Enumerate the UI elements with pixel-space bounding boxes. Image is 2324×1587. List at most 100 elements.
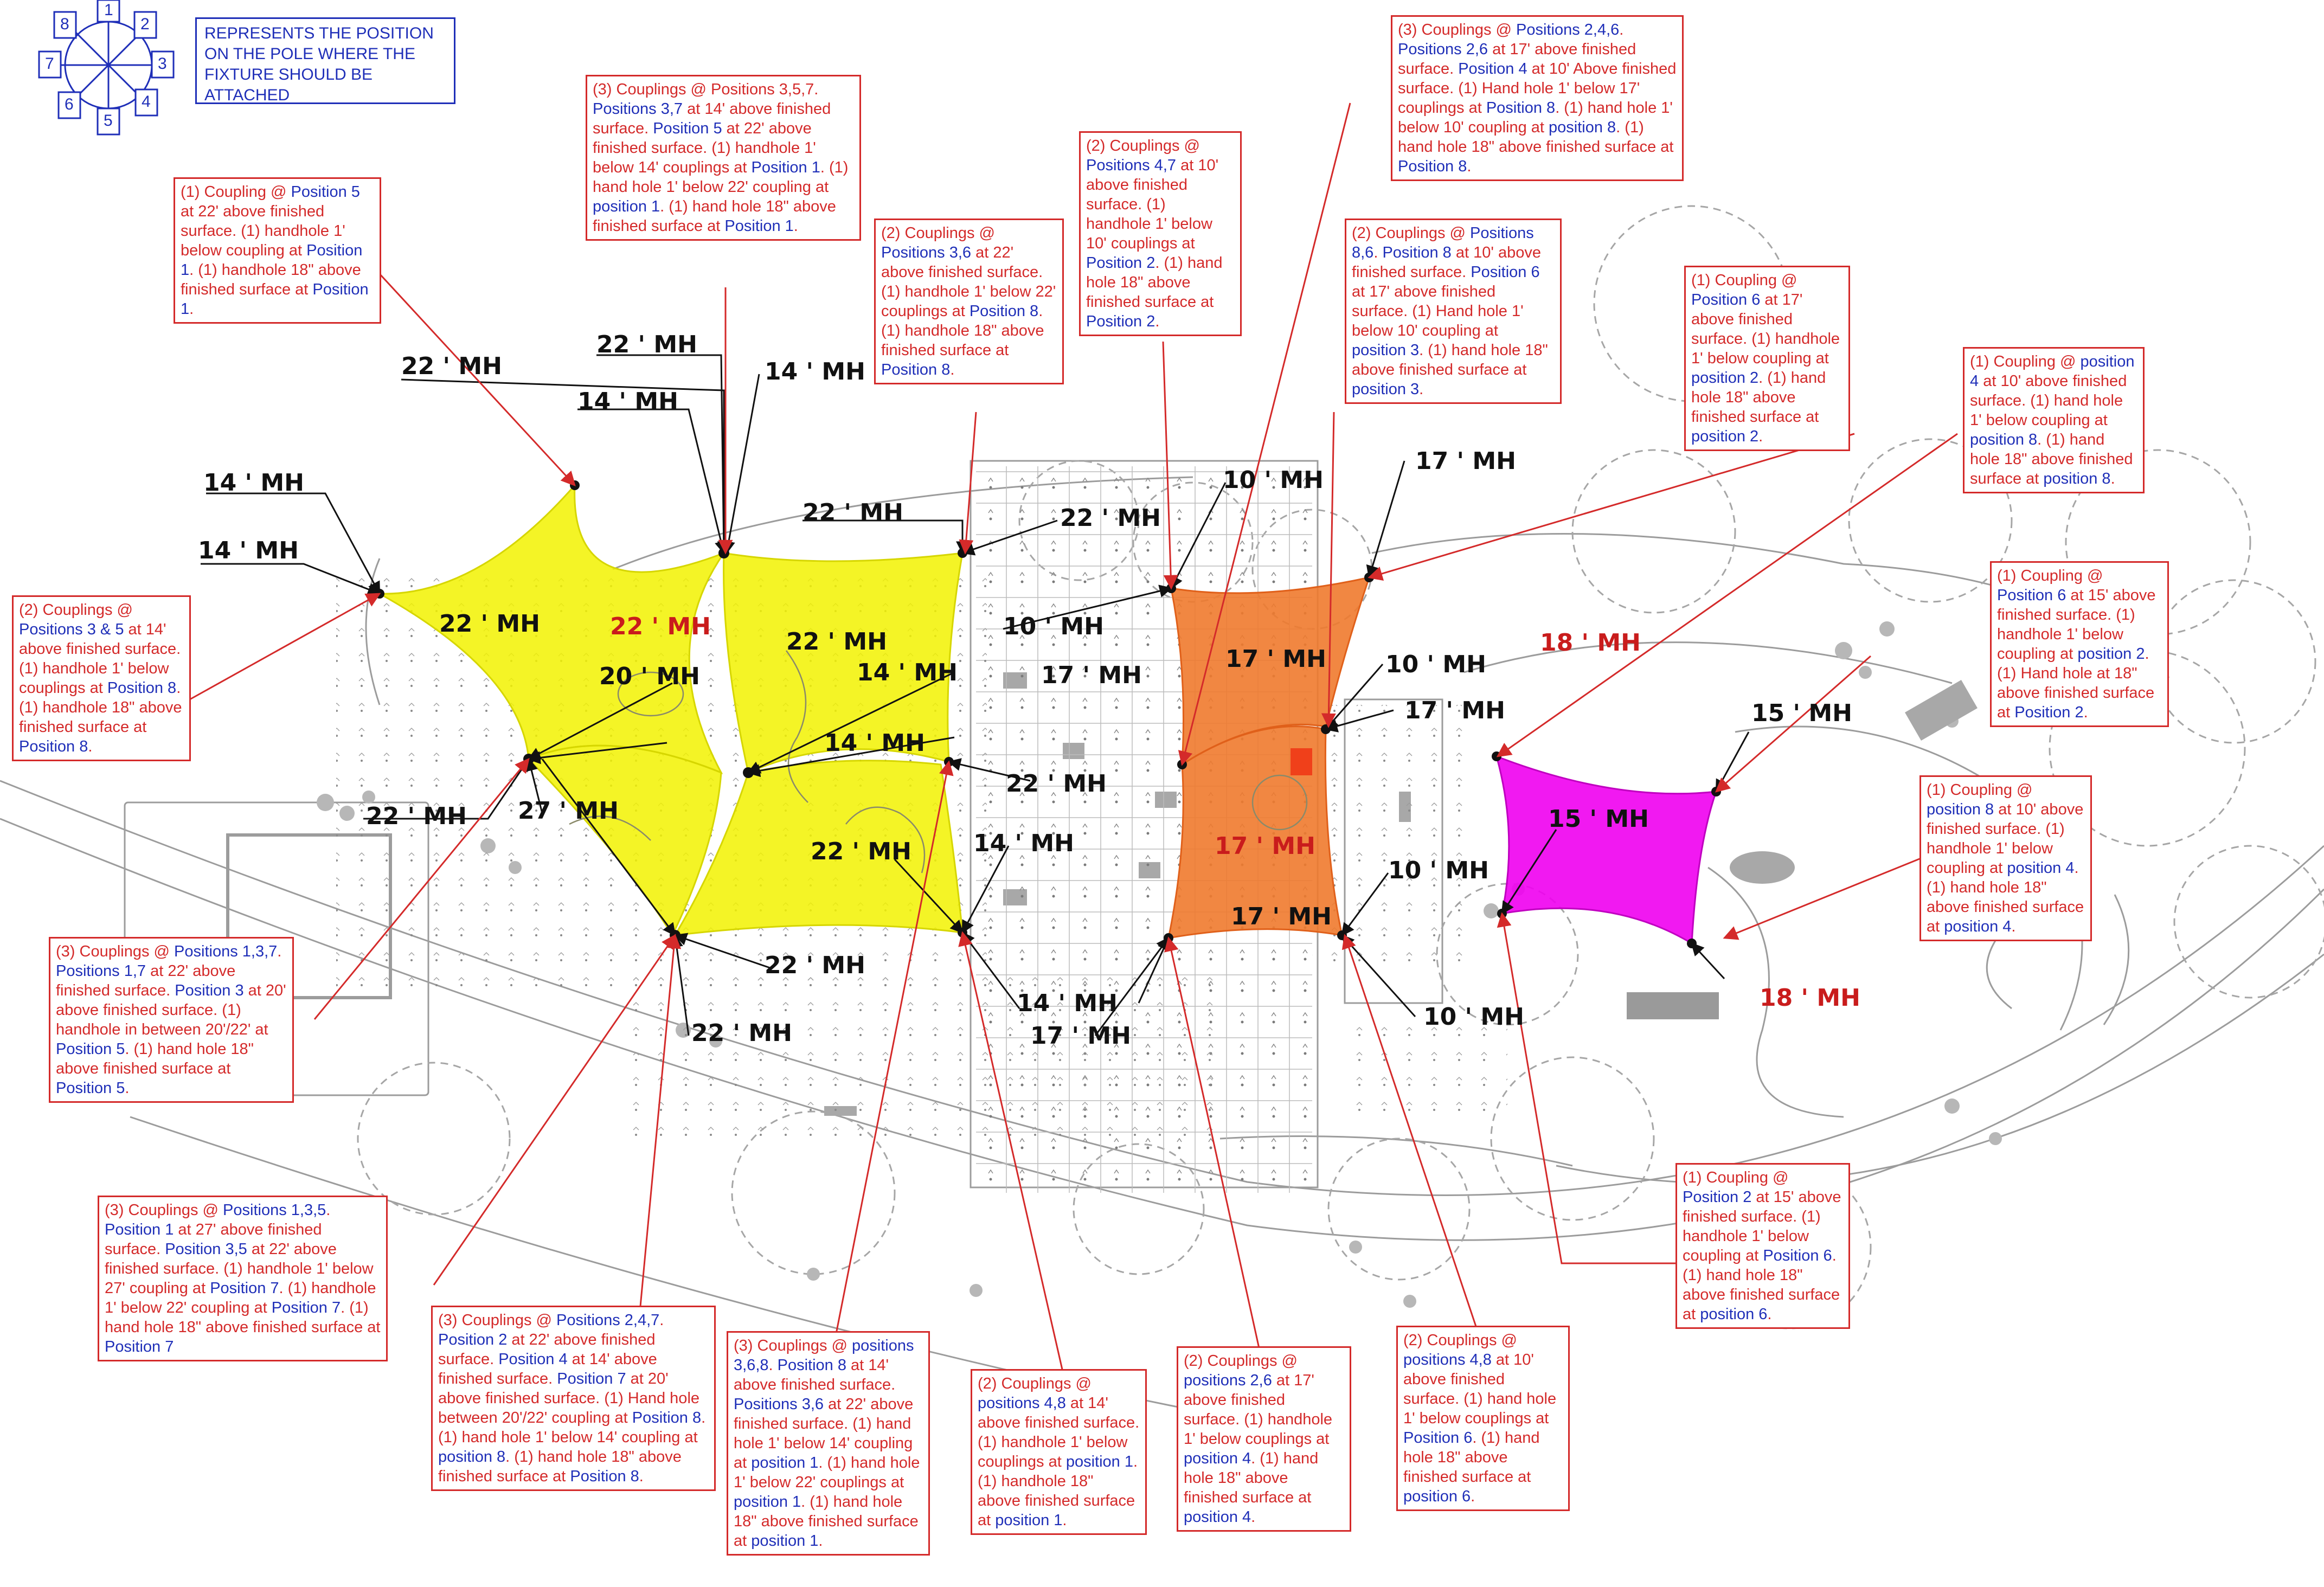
position-3-label: 3	[158, 55, 167, 73]
note-pole-p: (2) Couplings @ positions 4,8 at 14' abo…	[971, 1369, 1147, 1535]
mh-label: 17 ' MH	[1231, 903, 1332, 930]
note-text-segment: Position 2	[2014, 704, 2084, 721]
note-text-segment: Position 8	[19, 738, 88, 755]
note-text-segment: . (1) handhole 18" above finished surfac…	[181, 261, 361, 298]
note-text-segment: position 3	[1352, 342, 1420, 359]
pole-grid-east-2	[1345, 1019, 1507, 1117]
note-pole-o: (3) Couplings @ positions 3,6,8. Positio…	[727, 1331, 930, 1556]
note-text-segment: (3) Couplings @	[56, 943, 175, 960]
note-text-segment: at 22' above finished surface. (1) handh…	[593, 120, 816, 176]
note-text-segment: (2) Couplings @	[881, 224, 995, 242]
note-text-segment: Position 8	[1486, 99, 1556, 117]
mh-label: 17 ' MH	[1225, 645, 1326, 673]
note-pole-c: (2) Couplings @ Positions 3,6 at 22' abo…	[874, 219, 1064, 384]
note-text-segment: Position 1	[724, 217, 794, 235]
position-4-label: 4	[142, 93, 151, 111]
mh-label: 10 ' MH	[1003, 613, 1104, 640]
note-text-segment: Position 6	[1997, 587, 2066, 604]
mh-label: 20 ' MH	[599, 663, 700, 690]
mh-label: 17 ' MH	[1215, 832, 1315, 860]
note-text-segment: . (1) hand hole 18" above finished surfa…	[1184, 1450, 1319, 1506]
note-text-segment: . (1) hand hole 1' below 10' coupling at	[1398, 99, 1673, 136]
note-text-segment: . (1) handhole 18" above finished surfac…	[881, 303, 1044, 359]
mh-label: 17 ' MH	[1041, 661, 1142, 689]
note-text-segment: at 17' above finished surface. (1) handh…	[1691, 291, 1840, 367]
note-text-segment: Position 7	[210, 1280, 279, 1297]
note-text-segment: Position 8	[570, 1468, 639, 1485]
note-text-segment: (2) Couplings @	[19, 601, 133, 619]
note-text-segment: at 27' above finished surface.	[105, 1221, 322, 1258]
mh-label: 22 ' MH	[811, 838, 911, 865]
note-text-segment: at 14' above finished surface.	[593, 100, 831, 137]
note-text-segment: at 22' above finished surface. (1) handh…	[105, 1241, 374, 1297]
note-text-segment: Positions 4,7	[1086, 157, 1177, 174]
note-text-segment: position 6	[1403, 1488, 1471, 1505]
note-text-segment: (2) Couplings @	[1086, 137, 1200, 155]
position-6-label: 6	[65, 95, 74, 113]
note-text-segment: .	[277, 943, 282, 960]
note-pole-r: (2) Couplings @ positions 4,8 at 10' abo…	[1396, 1326, 1570, 1511]
note-text-segment: Position 7	[105, 1338, 174, 1355]
note-text-segment: position 8	[1970, 431, 2038, 448]
note-text-segment: at 20' above finished surface. (1) Hand …	[438, 1370, 700, 1427]
note-pole-b: (3) Couplings @ Positions 3,5,7. Positio…	[586, 75, 861, 241]
mh-label: 14 ' MH	[973, 830, 1074, 857]
note-pole-m: (3) Couplings @ Positions 1,3,5. Positio…	[98, 1196, 388, 1361]
note-text-segment: Position 8	[881, 361, 951, 378]
mh-label: 14 ' MH	[203, 469, 304, 497]
note-text-segment: . (1) hand hole 18" above finished surfa…	[1352, 342, 1548, 378]
note-text-segment: position 2	[1691, 428, 1759, 445]
mh-label: 22 ' MH	[691, 1019, 792, 1047]
note-text-segment: . (1) hand hole 18" above finished surfa…	[438, 1448, 682, 1485]
note-text-segment: .	[125, 1080, 130, 1097]
note-text-segment: position 8	[1927, 801, 1994, 818]
note-text-segment: .	[768, 1357, 778, 1374]
note-text-segment: .	[1155, 313, 1160, 330]
note-text-segment: (3) Couplings @	[1398, 21, 1517, 38]
mh-label: 22 ' MH	[610, 613, 711, 640]
note-text-segment: .	[1767, 1306, 1772, 1323]
note-text-segment: .	[1373, 244, 1383, 261]
note-text-segment: .	[2083, 704, 2088, 721]
note-leader-lines	[189, 102, 1958, 1372]
mh-label: 10 ' MH	[1423, 1003, 1524, 1031]
note-text-segment: .	[189, 300, 194, 318]
note-text-segment: position 3	[1352, 381, 1420, 398]
note-text-segment: . (1) hand hole 18" above finished surfa…	[1683, 1247, 1840, 1323]
note-text-segment: Position 5	[291, 183, 360, 201]
note-text-segment: at 14' above finished surface.	[734, 1357, 896, 1393]
note-text-segment: Position 2	[1086, 254, 1155, 272]
note-text-segment: (3) Couplings @	[438, 1312, 557, 1329]
pole-grid-east	[1312, 705, 1475, 976]
note-text-segment: (1) Coupling @	[1970, 353, 2081, 370]
note-text-segment: Position 1	[105, 1221, 174, 1238]
note-pole-e: (3) Couplings @ Positions 2,4,6. Positio…	[1391, 15, 1684, 181]
note-text-segment: . (1) handhole 18" above finished surfac…	[978, 1453, 1138, 1529]
note-pole-k: (1) Coupling @ position 8 at 10' above f…	[1919, 775, 2092, 941]
note-text-segment: at 17' above finished surface.	[1398, 41, 1636, 78]
note-pole-s: (1) Coupling @ Position 2 at 15' above f…	[1675, 1163, 1850, 1329]
note-text-segment: (1) Coupling @	[1683, 1169, 1789, 1186]
mh-label: 15 ' MH	[1751, 699, 1852, 727]
note-text-segment: Position 4	[498, 1351, 568, 1368]
note-text-segment: at 10' above finished surface. (1) hand …	[1970, 372, 2127, 429]
note-text-segment: position 4	[1184, 1450, 1251, 1467]
note-text-segment: Position 8	[632, 1409, 702, 1427]
note-text-segment: positions 3,6,8	[734, 1337, 914, 1374]
note-text-segment: at 22' above finished surface.	[56, 962, 236, 999]
note-text-segment: Positions 1,3,7	[174, 943, 278, 960]
note-text-segment: positions 4,8	[978, 1395, 1066, 1412]
mh-label: 14 ' MH	[198, 537, 299, 564]
note-text-segment: Position 7	[271, 1299, 341, 1316]
note-text-segment: .	[659, 1312, 664, 1329]
position-legend-text: REPRESENTS THE POSITION ON THE POLE WHER…	[195, 17, 455, 104]
position-5-label: 5	[104, 112, 113, 130]
note-text-segment: .	[1062, 1512, 1067, 1529]
position-7-label: 7	[45, 55, 54, 73]
note-text-segment: .	[1251, 1508, 1256, 1526]
note-text-segment: Positions 8,6	[1352, 224, 1534, 261]
note-text-segment: (3) Couplings @	[734, 1337, 852, 1354]
note-text-segment: Position 7	[557, 1370, 626, 1387]
note-text-segment: at 10' Above finished surface. (1) Hand …	[1398, 60, 1677, 117]
note-text-segment: Position 6	[1763, 1247, 1832, 1264]
